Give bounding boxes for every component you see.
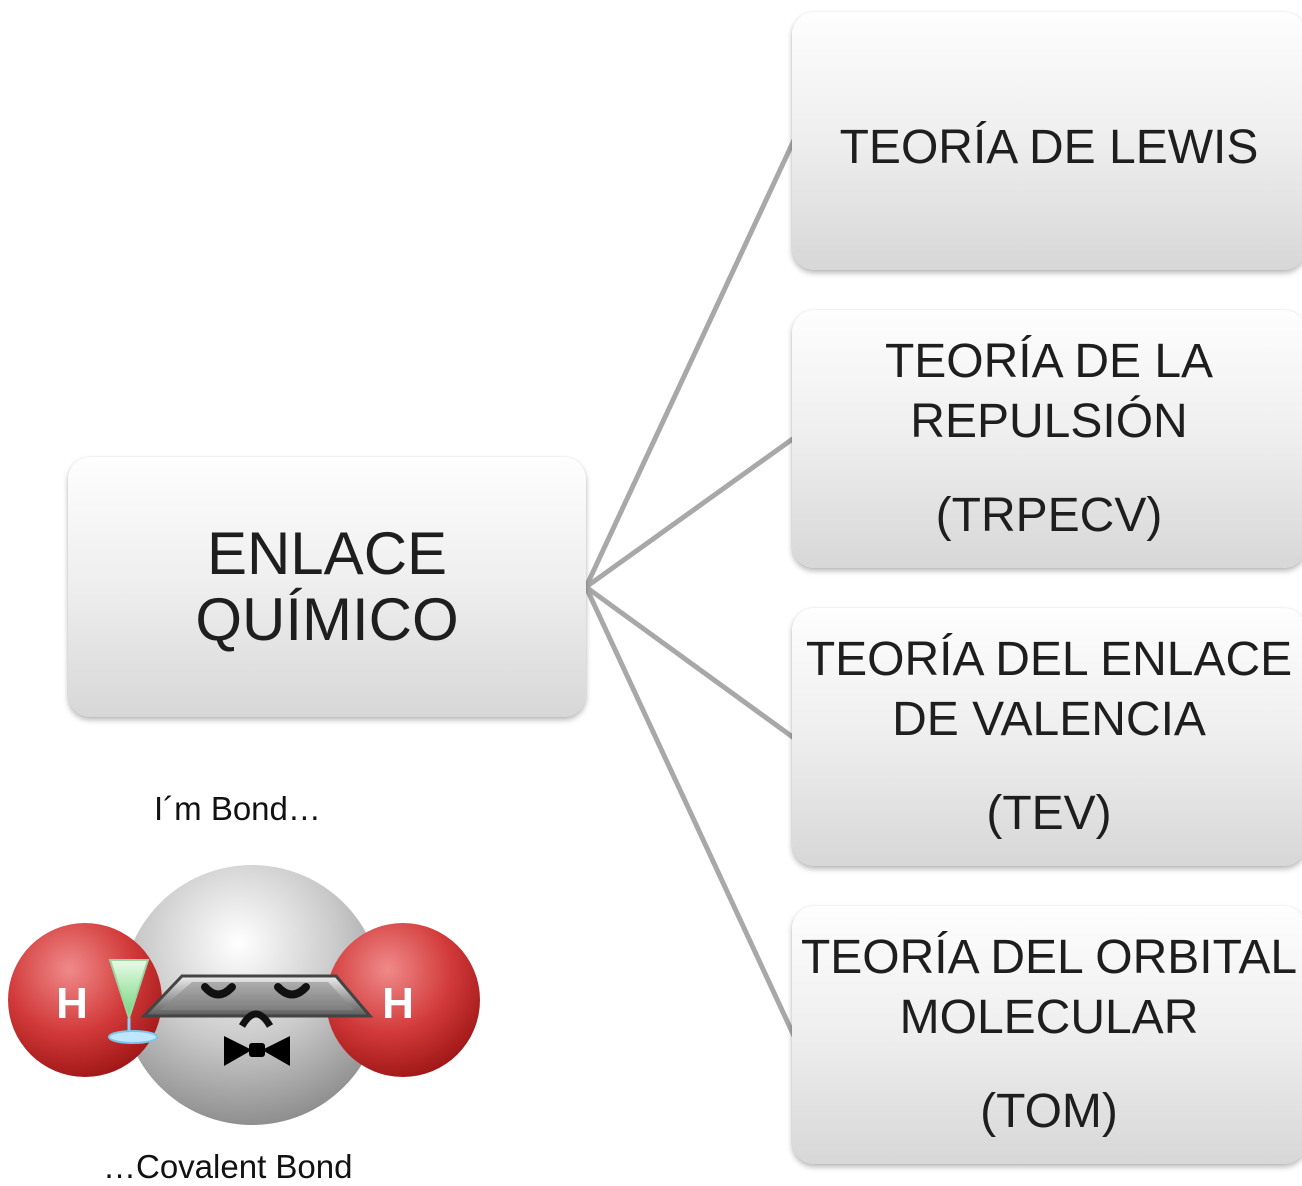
leaf-node-acronym: (TEV) [986,787,1112,840]
leaf-node-trpecv: TEORÍA DE LA REPULSIÓN (TRPECV) [792,310,1302,568]
root-node-line-1: ENLACE [206,520,448,587]
martini-glass-icon [108,959,158,1044]
leaf-node-line: MOLECULAR [899,991,1199,1044]
h2-molecule-illustration: H H [8,865,480,1125]
leaf-node-tev: TEORÍA DEL ENLACE DE VALENCIA (TEV) [792,608,1302,866]
leaf-node-line: REPULSIÓN [910,395,1188,448]
hydrogen-label-right: H [382,979,414,1028]
leaf-node-tom: TEORÍA DEL ORBITAL MOLECULAR (TOM) [792,906,1302,1164]
leaf-node-line: DE VALENCIA [892,693,1206,746]
leaf-node-acronym: (TRPECV) [935,489,1163,542]
leaf-node-line: TEORÍA DE LA [884,335,1214,388]
illustration-caption-bottom: …Covalent Bond [103,1148,353,1185]
hat-brim-icon [140,974,374,1018]
hydrogen-atom-right [326,923,480,1077]
connector-to-leaf-0 [583,138,797,589]
root-node-line-2: QUÍMICO [195,586,459,653]
leaf-node-acronym: (TOM) [980,1085,1118,1138]
leaf-node-lewis: TEORÍA DE LEWIS [792,12,1302,270]
connector-to-leaf-3 [583,585,797,1038]
illustration-caption-top: I´m Bond… [154,790,321,827]
root-node-enlace-quimico: ENLACE QUÍMICO [68,457,586,717]
leaf-node-line: TEORÍA DE LEWIS [839,121,1259,174]
hydrogen-label-left: H [56,979,88,1028]
connector-to-leaf-1 [584,435,796,590]
connector-to-leaf-2 [584,584,796,741]
nose-icon [238,1010,274,1028]
leaf-node-line: TEORÍA DEL ENLACE [805,633,1293,686]
bowtie-icon [224,1036,290,1066]
eyes-icon [201,983,310,999]
leaf-node-line: TEORÍA DEL ORBITAL [800,931,1298,984]
